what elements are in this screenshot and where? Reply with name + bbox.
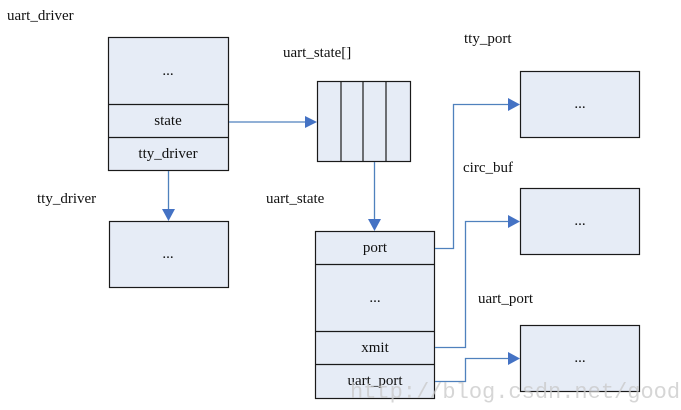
uart-port-struct: ... [519, 324, 641, 393]
label-uart-state: uart_state [266, 191, 325, 207]
arrowhead-icon [368, 219, 381, 231]
tty-port-field-ellipsis: ... [574, 96, 585, 112]
label-tty-driver: tty_driver [37, 191, 96, 207]
connector-uart-port-to-uart-port [435, 352, 520, 383]
uart-state-struct: port ... xmit uart_port [314, 230, 436, 400]
connector-xmit-to-circ-buf [435, 215, 520, 349]
uart-state-field-ellipsis: ... [369, 290, 380, 306]
circ-buf-struct: ... [519, 187, 641, 256]
connector-port-to-tty-port [435, 98, 520, 250]
arrowhead-icon [508, 352, 520, 365]
tty-driver-field-ellipsis: ... [162, 246, 173, 262]
arrowhead-icon [508, 98, 520, 111]
connector-array-to-uart-state [368, 162, 381, 231]
arrowhead-icon [162, 209, 175, 221]
arrowhead-icon [305, 116, 317, 128]
watermark: http://blog.csdn.net/goodluckwhh [350, 380, 681, 405]
tty-port-struct: ... [519, 70, 641, 139]
tty-driver-struct: ... [108, 220, 230, 289]
uart-driver-field-ellipsis: ... [162, 63, 173, 79]
uart-state-field-port: port [363, 240, 388, 256]
uart-state-field-xmit: xmit [361, 340, 389, 356]
arrowhead-icon [508, 215, 520, 228]
uart-port-field-ellipsis: ... [574, 350, 585, 366]
uart-state-array [316, 80, 412, 163]
uart-driver-field-tty-driver: tty_driver [138, 146, 197, 162]
connector-state-to-array [229, 116, 317, 128]
label-uart-driver: uart_driver [7, 8, 74, 24]
label-circ-buf: circ_buf [463, 160, 513, 176]
uart-driver-struct: ... state tty_driver [107, 36, 230, 172]
circ-buf-field-ellipsis: ... [574, 213, 585, 229]
uart-driver-field-state: state [154, 113, 182, 129]
uart-state-field-uart-port: uart_port [348, 373, 404, 389]
label-uart-state-array: uart_state[] [283, 45, 351, 61]
label-tty-port: tty_port [464, 31, 512, 47]
connector-tty-driver [162, 171, 175, 221]
label-uart-port: uart_port [478, 291, 534, 307]
